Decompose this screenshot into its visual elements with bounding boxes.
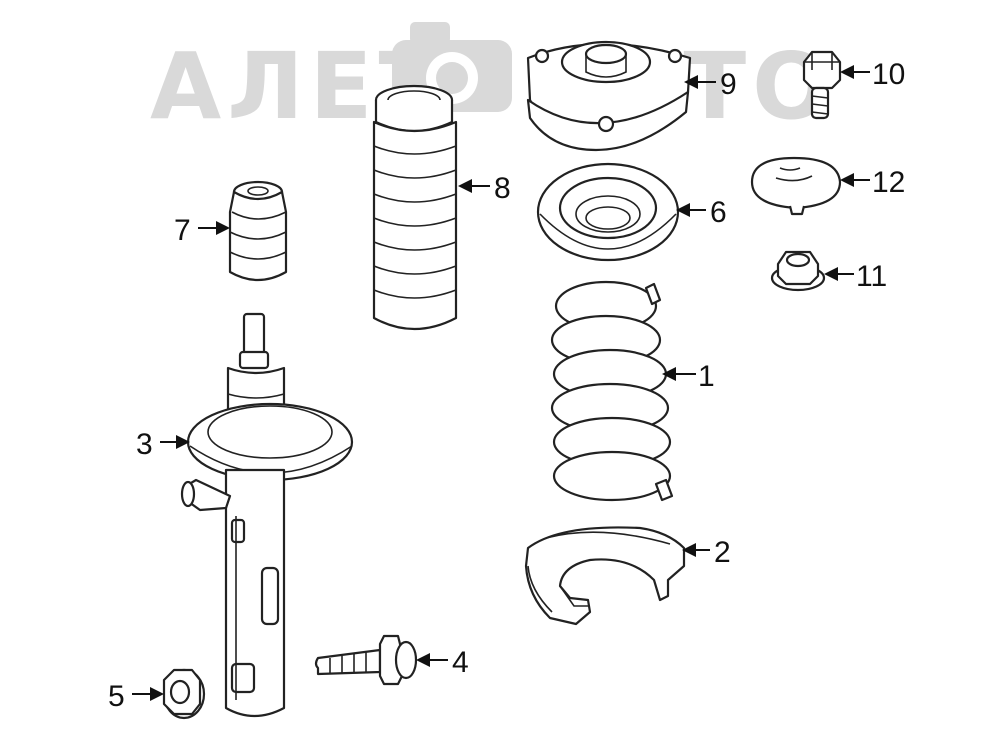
callout-10: 10	[840, 58, 905, 91]
callout-4: 4	[416, 646, 469, 679]
callout-12: 12	[840, 166, 905, 199]
callout-number-2: 2	[714, 536, 731, 569]
callout-number-8: 8	[494, 172, 511, 205]
callout-number-9: 9	[720, 68, 737, 101]
callout-3: 3	[136, 428, 190, 461]
spring-seat-lower	[524, 526, 686, 626]
callout-9: 9	[684, 68, 737, 101]
callout-number-7: 7	[174, 214, 191, 247]
spring-seat-upper	[536, 162, 680, 262]
callout-7: 7	[174, 214, 230, 247]
callout-8: 8	[458, 172, 511, 205]
callout-11: 11	[824, 260, 887, 293]
callout-5: 5	[108, 680, 164, 713]
callout-number-6: 6	[710, 196, 727, 229]
callout-number-4: 4	[452, 646, 469, 679]
callout-2: 2	[682, 536, 731, 569]
mount-bolt	[802, 50, 842, 120]
dust-cap	[750, 156, 842, 216]
callout-number-11: 11	[856, 260, 887, 293]
strut-bolt	[314, 634, 418, 686]
callout-number-12: 12	[872, 166, 905, 199]
callout-number-5: 5	[108, 680, 125, 713]
top-nut	[770, 250, 826, 292]
callout-number-3: 3	[136, 428, 153, 461]
strut-mount	[526, 40, 692, 152]
dust-boot	[372, 84, 458, 331]
coil-spring	[550, 280, 674, 502]
strut-nut	[162, 668, 206, 720]
callout-1: 1	[662, 360, 715, 393]
bump-stop	[228, 180, 288, 282]
callout-number-10: 10	[872, 58, 905, 91]
callout-6: 6	[676, 196, 727, 229]
callout-number-1: 1	[698, 360, 715, 393]
strut-assembly	[180, 312, 354, 718]
